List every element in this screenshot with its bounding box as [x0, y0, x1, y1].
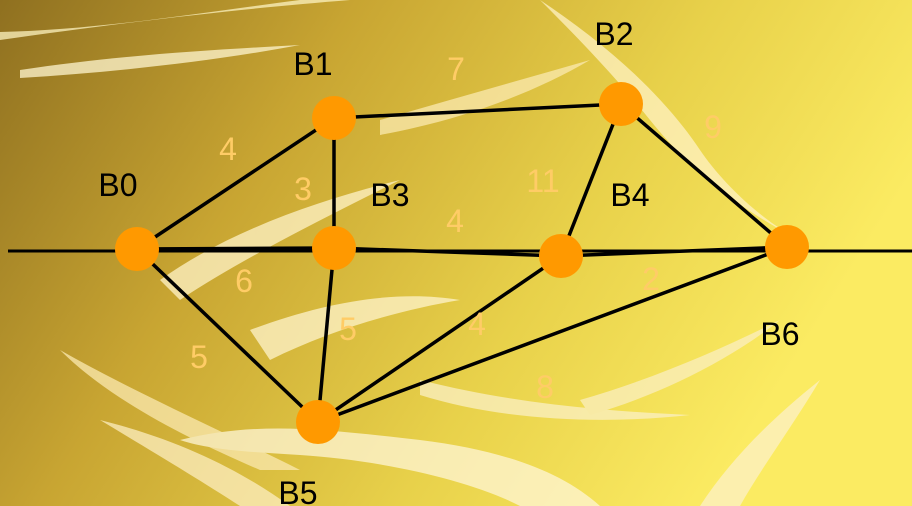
- edge-b0-b3: [136, 246, 335, 251]
- edge-weight-b5-b6: 8: [536, 369, 554, 405]
- node-label-b3: B3: [370, 177, 409, 213]
- nodes-layer: [115, 82, 809, 444]
- edge-weight-b2-b6: 9: [704, 109, 722, 145]
- node-label-b4: B4: [610, 177, 649, 213]
- node-label-b5: B5: [278, 475, 317, 506]
- node-label-b6: B6: [760, 316, 799, 352]
- edge-b2-b4: [559, 103, 623, 257]
- edge-b0-b1: [136, 116, 335, 251]
- weights-layer: 4 6 5 3 7 4 5 11 9 2 4 8: [190, 51, 722, 405]
- node-b2: [599, 82, 643, 126]
- edge-weight-b1-b3: 3: [294, 171, 312, 207]
- edge-b2-b6: [619, 102, 789, 249]
- edge-b4-b5: [317, 254, 562, 424]
- edge-b3-b4: [333, 246, 562, 258]
- node-b4: [539, 234, 583, 278]
- edge-weight-b4-b5: 4: [468, 306, 486, 342]
- edge-weight-b3-b4: 4: [446, 203, 464, 239]
- edge-b1-b2: [333, 102, 622, 120]
- edge-weight-b0-b1: 4: [219, 131, 237, 167]
- edge-b5-b6: [317, 245, 788, 424]
- edge-b3-b5: [316, 247, 336, 423]
- edge-weight-b1-b2: 7: [447, 51, 465, 87]
- edge-weight-b0-b3: 6: [235, 263, 253, 299]
- edge-weight-b0-b5: 5: [190, 339, 208, 375]
- node-b5: [296, 400, 340, 444]
- edge-weight-b4-b6: 2: [642, 261, 660, 297]
- node-label-b0: B0: [98, 167, 137, 203]
- node-b6: [765, 225, 809, 269]
- node-b3: [312, 226, 356, 270]
- background-decoration: [0, 0, 820, 506]
- edges-layer: [135, 102, 789, 424]
- node-label-b1: B1: [293, 46, 332, 82]
- node-b1: [312, 96, 356, 140]
- node-b0: [115, 227, 159, 271]
- edge-b4-b6: [560, 245, 788, 258]
- edge-weight-b2-b4: 11: [526, 163, 559, 199]
- node-label-b2: B2: [594, 16, 633, 52]
- edge-weight-b3-b5: 5: [339, 311, 357, 347]
- edge-b0-b5: [135, 247, 320, 424]
